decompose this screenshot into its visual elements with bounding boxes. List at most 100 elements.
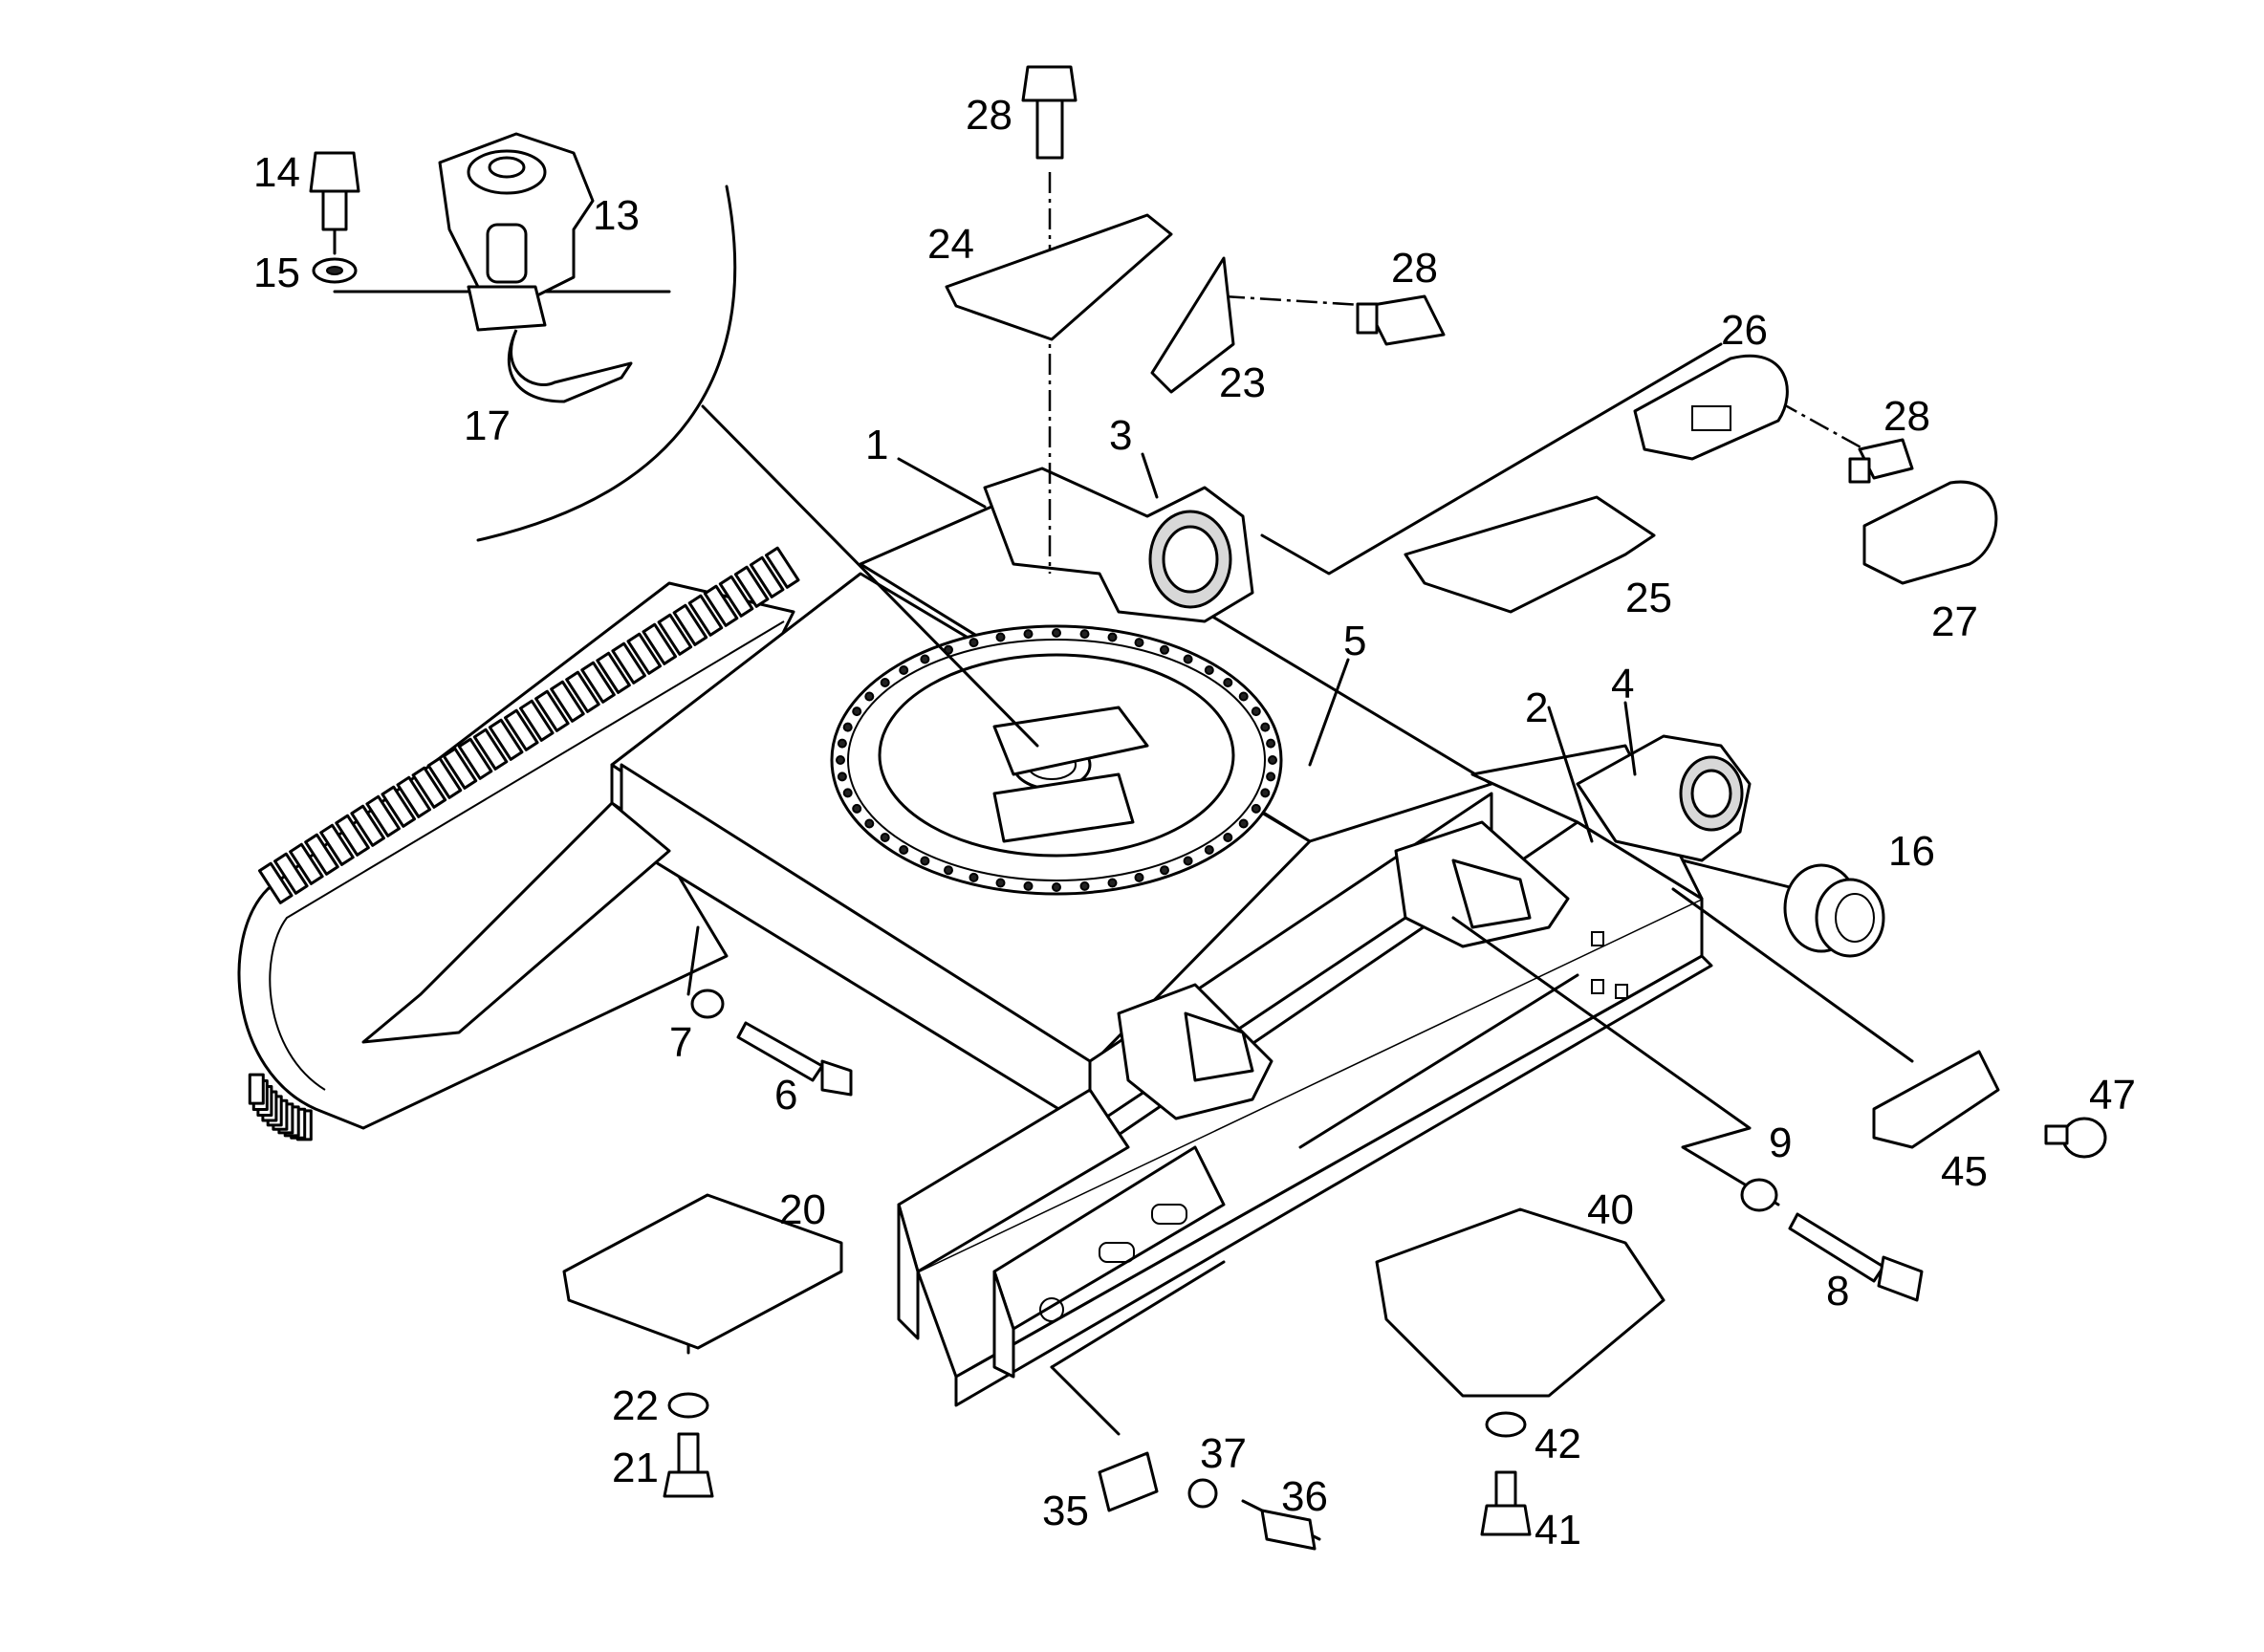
ring-dot: [1260, 722, 1271, 732]
plate-27: [1862, 480, 1998, 585]
track-tooth: [381, 785, 417, 828]
slewing-ring: [830, 624, 1283, 896]
track-tooth: [765, 546, 800, 589]
track-tooth: [580, 661, 616, 704]
track-tooth: [642, 622, 678, 665]
ring-dot: [995, 632, 1006, 642]
ring-dot: [1079, 880, 1090, 891]
track-tooth: [335, 814, 370, 857]
callout-20: 20: [779, 1186, 826, 1233]
ring-dot: [1183, 654, 1193, 664]
track-tooth: [519, 699, 555, 742]
track-tooth: [304, 833, 339, 876]
track-tooth: [365, 794, 401, 837]
ring-dot: [1134, 872, 1144, 882]
travel-motor: [438, 132, 633, 403]
bracket-40: [1375, 1207, 1665, 1398]
callout-28-side: 28: [1391, 245, 1438, 292]
leader-lines: [333, 172, 1914, 1541]
ring-dot: [969, 872, 979, 882]
ring-dot: [995, 878, 1006, 888]
callout-16: 16: [1888, 828, 1935, 875]
callout-9: 9: [1769, 1119, 1792, 1166]
track-tooth: [550, 680, 585, 723]
callout-7: 7: [669, 1019, 692, 1066]
sprocket-bracket: [1576, 734, 1752, 862]
ring-dot: [1107, 878, 1118, 888]
ring-dot: [944, 865, 953, 876]
callout-3: 3: [1109, 412, 1132, 459]
callout-40: 40: [1587, 1186, 1634, 1233]
plate-26-slot: [1691, 405, 1731, 431]
ring-dot: [1204, 665, 1214, 675]
callout-45: 45: [1941, 1148, 1988, 1195]
ring-dot: [1238, 818, 1249, 829]
cylinder-brackets: [1117, 820, 1570, 1120]
track-tooth: [703, 584, 739, 627]
ring-dot: [1266, 772, 1276, 782]
callout-17: 17: [464, 402, 511, 449]
track-tooth: [672, 603, 708, 646]
ring-dot: [1134, 638, 1144, 648]
callout-47: 47: [2089, 1072, 2136, 1119]
track-tooth: [442, 747, 478, 790]
plate-20: [562, 1193, 843, 1350]
ring-dot: [1260, 788, 1271, 798]
track-tooth: [289, 842, 324, 885]
shoe-45: [1872, 1050, 2000, 1149]
ring-dot: [1160, 865, 1169, 876]
ring-dot: [1023, 880, 1034, 891]
callout-41: 41: [1535, 1507, 1581, 1554]
callout-5: 5: [1343, 618, 1366, 664]
ring-dot: [852, 803, 862, 814]
ring-dot: [969, 638, 979, 648]
callout-labels: 1 2 3 4 5 6 7 8 9 13 14 15 16 17 20 21 2…: [253, 92, 2136, 1554]
ring-dot: [864, 691, 875, 702]
ring-dot: [899, 845, 909, 855]
track-tooth: [504, 708, 539, 751]
ring-dot: [1204, 845, 1214, 855]
ring-dot: [842, 722, 853, 732]
callout-37: 37: [1200, 1430, 1247, 1477]
ring-dots: [836, 628, 1277, 892]
callout-36: 36: [1281, 1473, 1328, 1520]
ring-dot: [920, 654, 930, 664]
plate-35-parts: [1098, 1451, 1317, 1551]
ring-dot: [1160, 644, 1169, 655]
cover-plate-24: [945, 213, 1173, 341]
ring-dot: [1223, 678, 1233, 687]
track-tooth: [319, 823, 355, 866]
cap-16: [1783, 863, 1885, 958]
track-tooth: [258, 861, 294, 904]
ring-dot: [920, 856, 930, 866]
ring-dot: [880, 833, 890, 842]
callout-35: 35: [1042, 1488, 1089, 1534]
ring-dot: [837, 772, 847, 782]
track-tooth: [565, 670, 600, 713]
ring-dot: [864, 818, 875, 829]
bolt-14: [309, 151, 360, 284]
ring-dot: [836, 755, 845, 765]
track-tooth: [687, 594, 724, 637]
callout-26: 26: [1721, 307, 1768, 354]
ring-dot: [1079, 629, 1090, 640]
track-tooth: [350, 804, 385, 847]
ring-dot: [852, 706, 862, 717]
callout-2: 2: [1525, 685, 1548, 731]
callout-4: 4: [1611, 661, 1634, 707]
track-tooth: [749, 555, 785, 598]
bolt-28-side: [1356, 294, 1446, 346]
track-tooth: [733, 565, 770, 608]
ring-dot: [1052, 882, 1061, 892]
bolt-6-and-washer-7: [690, 989, 853, 1097]
track-tooth: [248, 1073, 265, 1105]
ring-dot: [1251, 706, 1261, 717]
ring-dot: [1183, 856, 1193, 866]
plate-26: [1633, 354, 1789, 461]
track-tooth: [488, 718, 524, 761]
callout-14: 14: [253, 149, 300, 196]
callout-25: 25: [1625, 575, 1672, 621]
bolt-47: [2044, 1117, 2107, 1159]
ring-dot: [1251, 803, 1261, 814]
